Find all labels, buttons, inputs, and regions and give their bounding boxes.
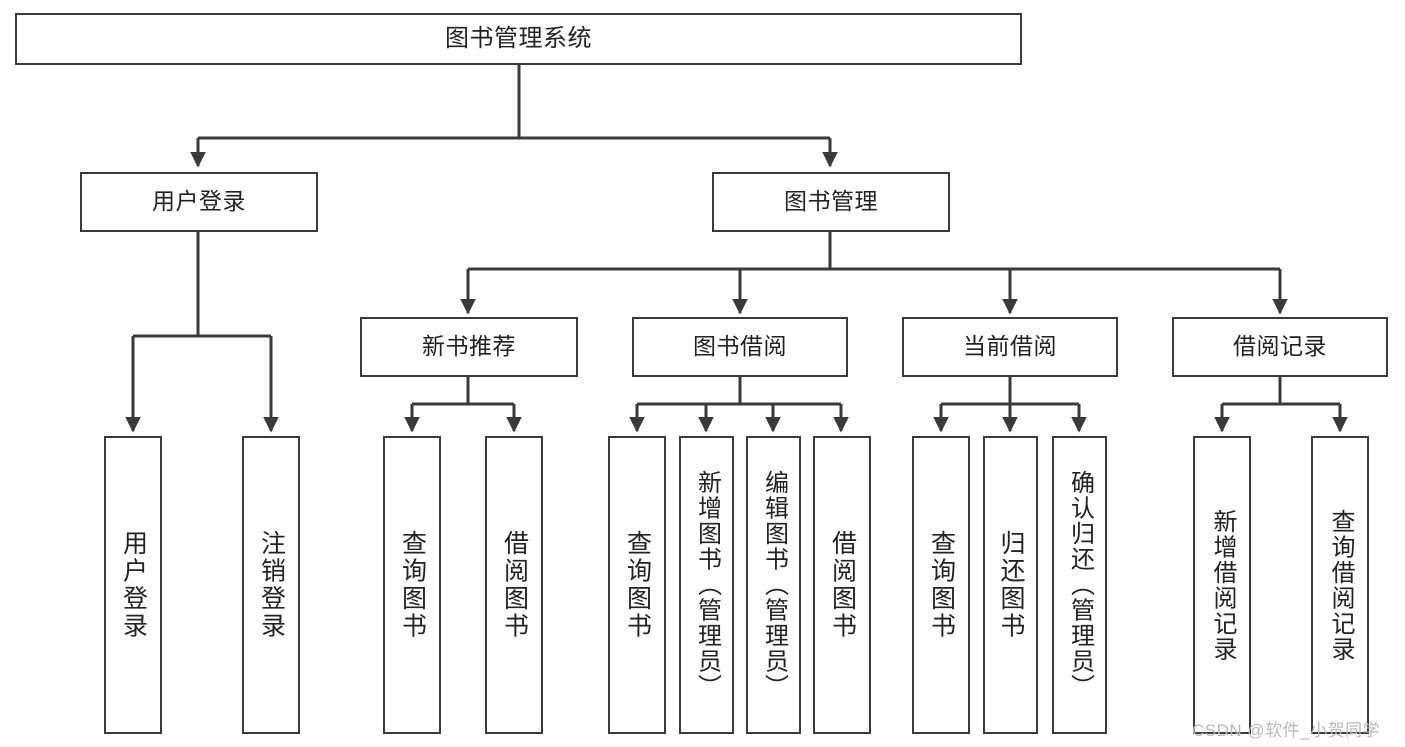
node-current-borrow[interactable]: 当前借阅 [902,317,1118,377]
leaf-borrow-book-2-label: 借阅图书 [828,530,857,640]
leaf-add-record[interactable]: 新增借阅记录 [1193,436,1251,734]
leaf-add-book[interactable]: 新增图书（管理员） [679,436,734,734]
node-new-book-recommend[interactable]: 新书推荐 [360,317,578,377]
leaf-confirm-return[interactable]: 确认归还（管理员） [1052,436,1107,734]
leaf-user-logout-label: 注销登录 [257,530,286,640]
leaf-add-record-label: 新增借阅记录 [1209,508,1236,662]
leaf-edit-book[interactable]: 编辑图书（管理员） [746,436,801,734]
leaf-user-logout[interactable]: 注销登录 [242,436,300,734]
node-book-manage-label: 图书管理 [784,188,878,215]
leaf-query-book-3-label: 查询图书 [927,530,956,640]
leaf-return-book[interactable]: 归还图书 [983,436,1038,734]
node-root-label: 图书管理系统 [445,24,592,52]
node-book-manage[interactable]: 图书管理 [712,172,950,232]
leaf-borrow-book-1-label: 借阅图书 [500,530,529,640]
leaf-query-record[interactable]: 查询借阅记录 [1311,436,1369,734]
leaf-query-book-1[interactable]: 查询图书 [383,436,441,734]
leaf-edit-book-label: 编辑图书（管理员） [760,470,788,700]
leaf-user-login[interactable]: 用户登录 [104,436,162,734]
node-user-login[interactable]: 用户登录 [80,172,318,232]
leaf-query-book-3[interactable]: 查询图书 [912,436,970,734]
leaf-query-book-1-label: 查询图书 [398,530,427,640]
node-current-borrow-label: 当前借阅 [963,333,1057,360]
node-user-login-label: 用户登录 [152,188,246,215]
leaf-query-record-label: 查询借阅记录 [1327,508,1354,662]
leaf-user-login-label: 用户登录 [119,530,148,640]
node-book-borrow-label: 图书借阅 [693,333,787,360]
node-book-borrow[interactable]: 图书借阅 [632,317,848,377]
leaf-add-book-label: 新增图书（管理员） [693,470,721,700]
leaf-borrow-book-2[interactable]: 借阅图书 [813,436,871,734]
leaf-return-book-label: 归还图书 [997,530,1025,640]
node-borrow-record-label: 借阅记录 [1233,333,1327,360]
leaf-borrow-book-1[interactable]: 借阅图书 [485,436,543,734]
leaf-query-book-2[interactable]: 查询图书 [608,436,666,734]
node-borrow-record[interactable]: 借阅记录 [1172,317,1388,377]
node-new-book-recommend-label: 新书推荐 [422,333,516,360]
leaf-query-book-2-label: 查询图书 [623,530,652,640]
leaf-confirm-return-label: 确认归还（管理员） [1066,470,1094,700]
node-root[interactable]: 图书管理系统 [15,13,1022,65]
